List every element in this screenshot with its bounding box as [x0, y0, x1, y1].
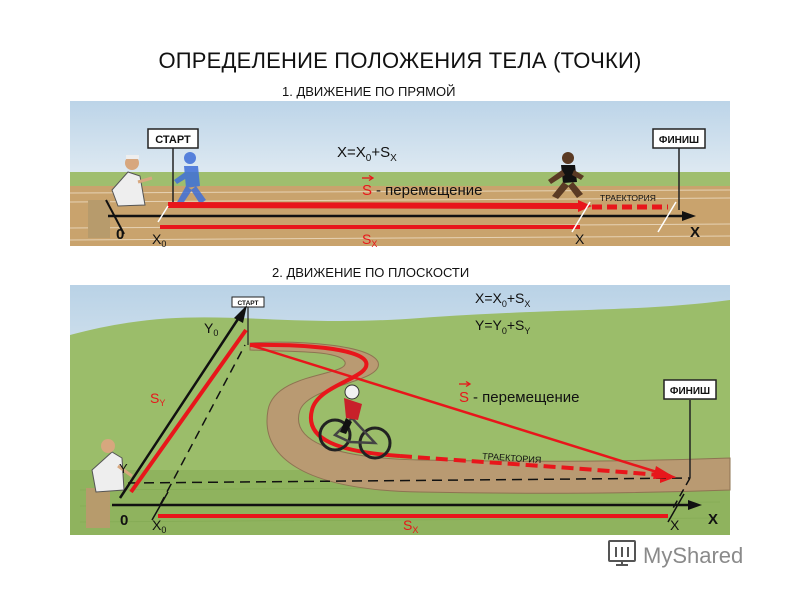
finish-sign-2: [663, 379, 717, 400]
finish-sign-1: [652, 128, 706, 149]
displacement-arrowhead-2: [653, 466, 676, 479]
svg-text:- перемещение: - перемещение: [473, 389, 580, 406]
displacement-arrow-1: [167, 202, 581, 209]
sx-label-1: SX: [362, 231, 377, 249]
y-point-label-2: Y: [119, 461, 128, 476]
origin-tick-1: [105, 199, 125, 235]
start-sign-1: [147, 128, 199, 149]
formula-x-2: X=X0+SX: [475, 290, 530, 309]
trajectory-curve-2: [249, 342, 401, 458]
guide-x0-vertical: [159, 344, 246, 506]
x0-tick-2: [151, 491, 169, 521]
finish-tick-1: [657, 201, 677, 233]
watermark: MyShared: [605, 535, 765, 575]
origin-label-1: 0: [116, 226, 124, 243]
x-tick-2: [667, 493, 685, 523]
x-axis-label-1: X: [690, 224, 700, 241]
trajectory-label-1: ТРАЕКТОРИЯ: [600, 193, 656, 203]
x-tick-1: [571, 201, 591, 233]
page-title: ОПРЕДЕЛЕНИЕ ПОЛОЖЕНИЯ ТЕЛА (ТОЧКИ): [158, 48, 642, 73]
formula-x-1: X=X0+SX: [337, 144, 397, 164]
x0-label-2: X0: [152, 517, 166, 535]
cyclist-figure: [318, 384, 392, 460]
sx-label-2: SX: [403, 517, 418, 535]
section1-heading: 1. ДВИЖЕНИЕ ПО ПРЯМОЙ: [282, 84, 456, 99]
x-point-label-1: X: [575, 231, 585, 247]
start-sign-2: [231, 296, 265, 308]
origin-label-2: 0: [120, 512, 128, 529]
watermark-text: MyShared: [643, 543, 743, 568]
sy-label-2: SY: [150, 390, 165, 408]
displacement-label-1: S - перемещение: [362, 174, 483, 199]
x0-tick-1: [157, 205, 169, 223]
y-axis-arrowhead-2: [234, 305, 247, 323]
guide-horizontal-y: [127, 477, 691, 484]
trajectory-dashed-2: [399, 454, 671, 478]
svg-text:- перемещение: - перемещение: [376, 182, 483, 199]
sy-segment-2: [129, 328, 248, 494]
x-axis-arrowhead-2: [688, 500, 702, 510]
y-axis-2: [118, 315, 242, 499]
observer-figure-2: [86, 439, 133, 528]
svg-text:S: S: [459, 389, 469, 406]
finish-sign-1-label: ФИНИШ: [659, 135, 699, 146]
runner-figure: [548, 152, 584, 199]
x-point-label-2: X: [670, 517, 680, 533]
x-axis-label-2: X: [708, 511, 718, 528]
formula-y-2: Y=Y0+SY: [475, 317, 530, 336]
monitor-icon: [608, 540, 636, 566]
svg-text:S: S: [362, 182, 372, 199]
finish-sign-2-label: ФИНИШ: [670, 386, 710, 397]
start-runner-figure: [174, 152, 206, 205]
trajectory-label-2: ТРАЕКТОРИЯ: [482, 451, 542, 465]
displacement-arrowhead-1: [578, 200, 592, 212]
displacement-label-2: S - перемещение: [459, 380, 580, 406]
x-axis-arrowhead-1: [682, 211, 696, 221]
timekeeper-figure-1: [88, 155, 153, 238]
start-sign-1-label: СТАРТ: [155, 134, 191, 146]
y0-label-2: Y0: [204, 320, 218, 338]
x0-label-1: X0: [152, 231, 166, 249]
start-sign-2-label: СТАРТ: [237, 300, 258, 307]
section2-heading: 2. ДВИЖЕНИЕ ПО ПЛОСКОСТИ: [272, 265, 470, 280]
displacement-arrow-2: [249, 343, 661, 475]
